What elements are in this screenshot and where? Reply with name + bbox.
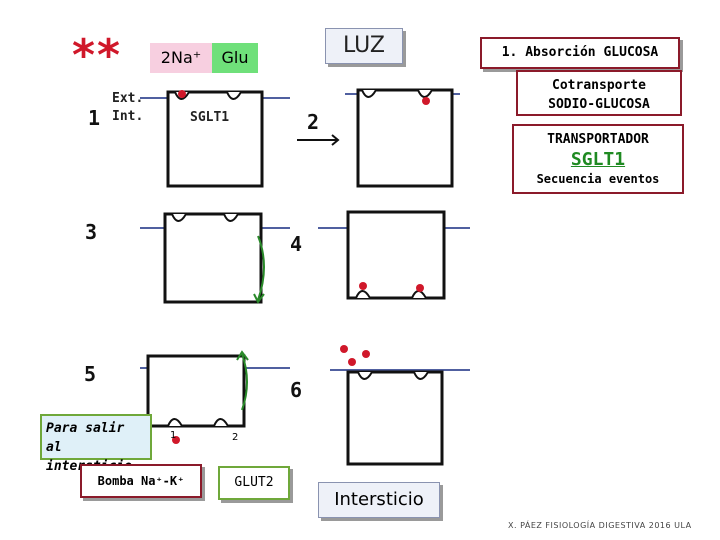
cotransport-line-2: SODIO-GLUCOSA (548, 97, 650, 112)
glut2-label: GLUT2 (218, 466, 290, 500)
step-1-label: 1 (88, 106, 101, 130)
transporter-line-1: TRANSPORTADOR (547, 132, 649, 147)
arrow-5-rotate (241, 353, 248, 411)
cotransport-box: Cotransporte SODIO-GLUCOSA (516, 70, 682, 116)
ext-label: Ext. (112, 91, 144, 106)
glucose-label: Glu (212, 43, 258, 73)
cell-3 (163, 212, 263, 304)
transporter-box: TRANSPORTADOR SGLT1 Secuencia eventos (512, 124, 684, 194)
step-2-label: 2 (307, 110, 320, 134)
int-label: Int. (112, 109, 144, 124)
small-mark-2: 2 (232, 432, 239, 443)
cotransport-line-1: Cotransporte (552, 78, 646, 93)
arrow-1-to-2 (297, 134, 340, 146)
transporter-name: SGLT1 (570, 149, 626, 170)
ext-int-labels: Ext. Int. (112, 90, 143, 126)
credit-text: X. PÁEZ FISIOLOGÍA DIGESTIVA 2016 ULA (508, 521, 692, 530)
step-3-label: 3 (85, 220, 98, 244)
transporter-line-3: Secuencia eventos (536, 172, 660, 186)
cell-6 (330, 345, 470, 466)
interstitium-label: Intersticio (318, 482, 440, 518)
cell-2 (345, 88, 460, 188)
arrow-3-rotate (257, 235, 265, 301)
sglt1-label: SGLT1 (190, 110, 230, 125)
cell-1 (166, 90, 264, 188)
small-mark-1: 1 (170, 430, 177, 441)
exit-line-1: Para salir (46, 421, 125, 436)
section-title: 1. Absorción GLUCOSA (480, 37, 680, 69)
exit-interstitium-box: Para salir al intersticio (40, 414, 152, 474)
stars-marker: ** (72, 30, 123, 81)
step-5-label: 5 (84, 362, 97, 386)
lumen-label: LUZ (325, 28, 403, 64)
sodium-label: 2Na⁺ (150, 43, 212, 73)
cell-5 (146, 354, 246, 444)
step-6-label: 6 (290, 378, 303, 402)
cell-4 (318, 210, 470, 300)
step-4-label: 4 (290, 232, 303, 256)
sodium-potassium-pump-label: Bomba Na⁺-K⁺ (80, 464, 202, 498)
